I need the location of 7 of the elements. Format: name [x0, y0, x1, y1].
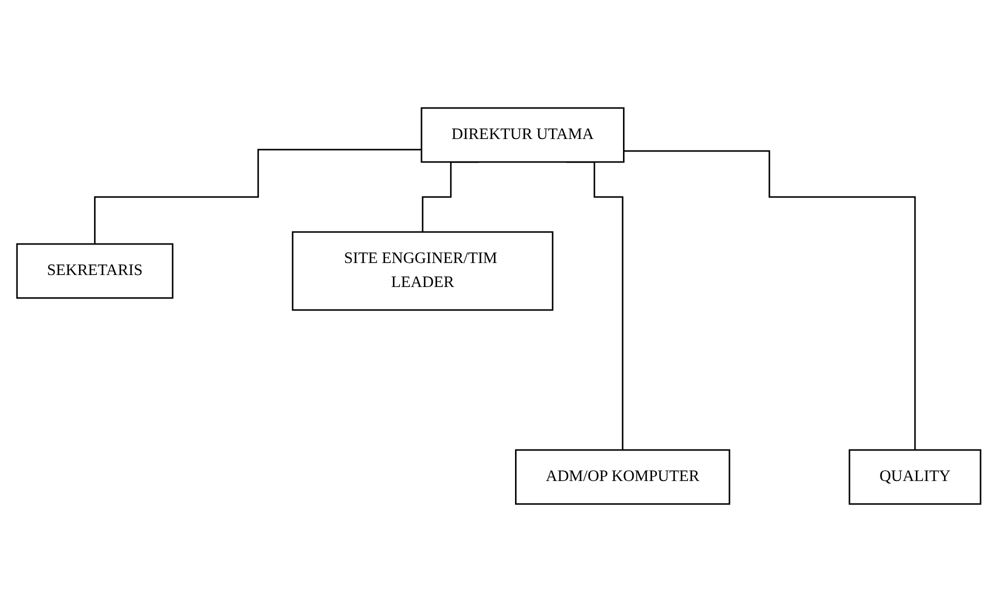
- connector: [94, 148, 422, 244]
- connector: [624, 150, 916, 450]
- node-box: ADM/OP KOMPUTER: [515, 448, 730, 504]
- node-box: SEKRETARIS: [16, 242, 174, 298]
- node-box: QUALITY: [848, 448, 982, 504]
- node-box: SITE ENGGINER/TIM LEADER: [292, 230, 554, 310]
- node-box: DIREKTUR UTAMA: [420, 106, 625, 162]
